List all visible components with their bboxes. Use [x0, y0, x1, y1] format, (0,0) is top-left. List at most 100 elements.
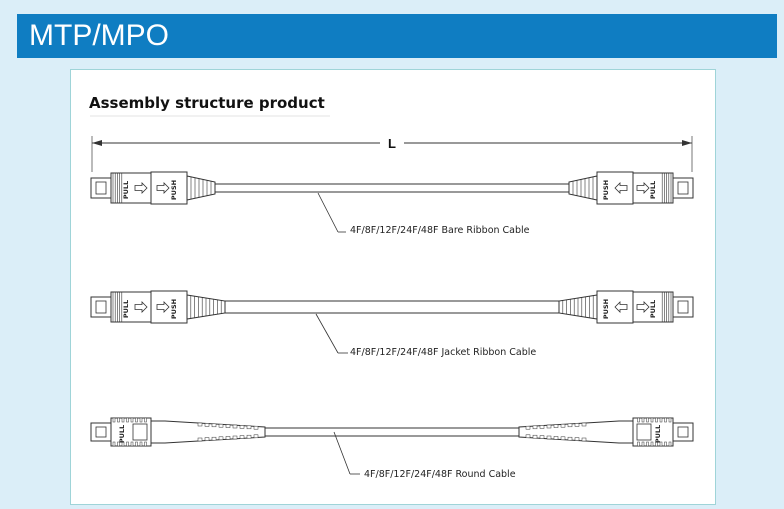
grip-notch — [637, 417, 640, 423]
grip-notch — [664, 441, 667, 447]
boot-slot — [211, 436, 217, 441]
strain-relief-boot — [186, 175, 216, 201]
grip-notch — [641, 441, 645, 447]
push-label: PUSH — [170, 299, 178, 319]
boot-slot — [560, 423, 566, 428]
grip-notch — [112, 441, 116, 447]
arrow-icon — [134, 301, 148, 313]
grip-notch — [139, 417, 143, 423]
grip-notch — [659, 417, 663, 423]
boot-slot — [197, 422, 203, 427]
arrow-icon — [614, 182, 628, 194]
boot-slot — [567, 423, 573, 428]
connector-right-jacket-ribbon: PULL PUSH — [558, 290, 694, 324]
pull-label: PULL — [654, 425, 662, 443]
boot-slot — [232, 435, 238, 440]
cable-round — [264, 427, 520, 437]
boot-slot — [525, 434, 531, 439]
arrow-icon — [156, 301, 170, 313]
grip-notch — [646, 441, 649, 447]
boot-slot — [574, 437, 580, 441]
boot-slot — [225, 436, 231, 440]
grip-notch — [130, 441, 134, 447]
ferrule — [677, 181, 689, 195]
push-label: PUSH — [602, 180, 610, 200]
push-label: PUSH — [602, 299, 610, 319]
grip-notch — [664, 417, 667, 423]
cable-label-bare-ribbon: 4F/8F/12F/24F/48F Bare Ribbon Cable — [350, 225, 530, 236]
grip-notch — [650, 417, 654, 423]
connector-left-jacket-ribbon: PULL PUSH — [90, 290, 226, 324]
header-bar: MTP/MPO — [17, 14, 777, 58]
grip-notch — [117, 441, 120, 447]
connector-left-round: PULL — [90, 417, 266, 447]
grip-notch — [126, 441, 129, 447]
grip-notch — [650, 441, 654, 447]
grip-notch — [646, 417, 649, 423]
leader-line-2 — [315, 313, 339, 354]
latch — [636, 423, 652, 441]
boot-slot — [560, 436, 566, 441]
panel-title: Assembly structure product — [89, 94, 325, 112]
grip-notch — [655, 441, 658, 447]
boot-slot — [574, 423, 580, 427]
grip-notch — [121, 417, 125, 423]
cable-rows: PULL PUSH PULL PUSH PULL PUSH PULL PUSH PULL PULL — [90, 171, 694, 447]
pull-label: PULL — [122, 181, 130, 199]
connector-right-bare-ribbon: PULL PUSH — [568, 171, 694, 205]
boot-slot — [546, 435, 552, 440]
cable-label-jacket-ribbon: 4F/8F/12F/24F/48F Jacket Ribbon Cable — [350, 347, 536, 358]
dimension-line: L — [91, 136, 693, 172]
arrow-icon — [614, 301, 628, 313]
grip-notch — [121, 441, 125, 447]
boot-slot — [211, 423, 217, 428]
leader-line-3 — [333, 431, 351, 475]
grip-notch — [135, 441, 138, 447]
boot-slot — [253, 425, 259, 430]
grip-notch — [637, 441, 640, 447]
grip-notch — [655, 417, 658, 423]
cable-label-round: 4F/8F/12F/24F/48F Round Cable — [364, 469, 516, 480]
ferrule — [95, 426, 107, 438]
strain-relief-boot — [568, 175, 598, 201]
boot-slot — [218, 423, 224, 428]
dimension-label: L — [388, 136, 396, 151]
grip-notch — [135, 417, 138, 423]
connector-left-bare-ribbon: PULL PUSH — [90, 171, 216, 205]
boot-slot — [253, 434, 259, 439]
grip-notch — [112, 417, 116, 423]
connector-right-round: PULL — [518, 417, 694, 447]
grip-notch — [130, 417, 134, 423]
boot-slot — [553, 424, 559, 428]
boot-slot — [197, 437, 203, 442]
grip-notch — [668, 417, 672, 423]
push-label: PUSH — [170, 180, 178, 200]
ferrule — [95, 300, 107, 314]
grip-notch — [117, 417, 120, 423]
page-title: MTP/MPO — [29, 19, 169, 52]
pull-label: PULL — [649, 300, 657, 318]
grip-notch — [668, 441, 672, 447]
grip-notch — [139, 441, 143, 447]
cable-jacket-ribbon — [224, 300, 560, 314]
boot-slot — [567, 436, 573, 441]
ferrule — [95, 181, 107, 195]
boot-slot — [246, 434, 252, 439]
ferrule — [677, 426, 689, 438]
grip-notch — [126, 417, 129, 423]
ferrule — [677, 300, 689, 314]
grip-notch — [144, 441, 147, 447]
pull-label: PULL — [122, 300, 130, 318]
boot-slot — [525, 425, 531, 430]
pull-label: PULL — [649, 181, 657, 199]
grip-notch — [641, 417, 645, 423]
leader-line-1 — [317, 192, 339, 233]
boot-slot — [239, 435, 245, 439]
arrow-icon — [156, 182, 170, 194]
boot-slot — [539, 425, 545, 429]
arrow-icon — [134, 182, 148, 194]
boot-slot — [239, 425, 245, 429]
boot-slot — [581, 422, 587, 427]
latch — [132, 423, 148, 441]
boot-slot — [218, 436, 224, 441]
